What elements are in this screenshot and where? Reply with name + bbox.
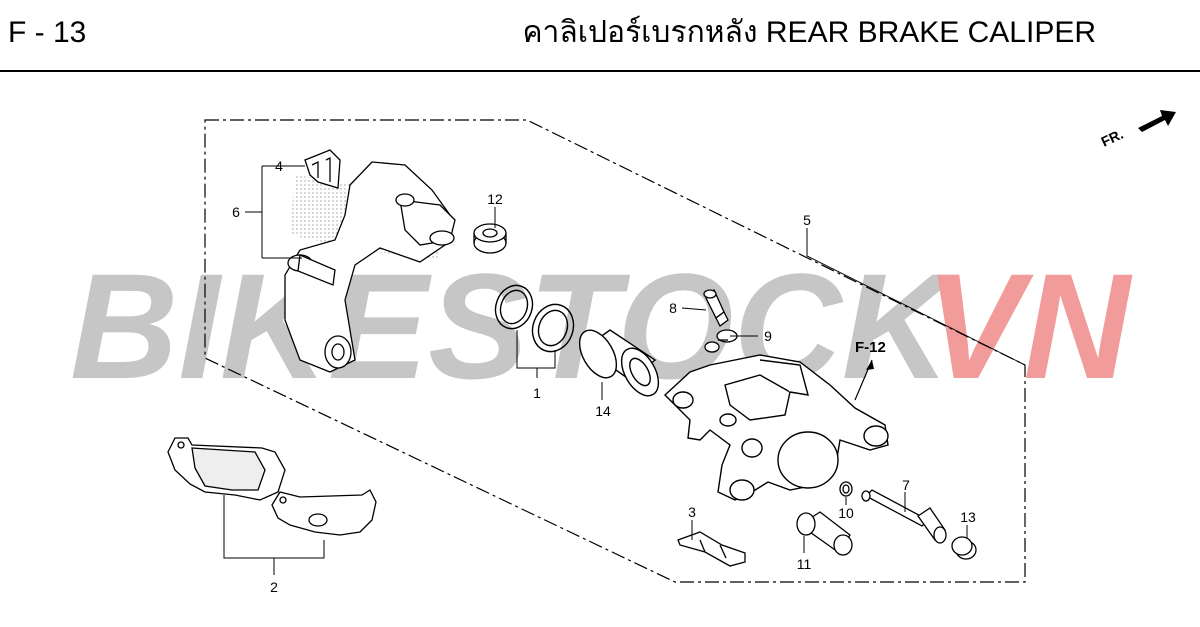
callout-2: 2 — [270, 579, 278, 595]
callout-7: 7 — [902, 477, 910, 493]
caliper-pin-sleeve — [796, 511, 853, 556]
callout-13: 13 — [960, 509, 976, 525]
caliper-bracket — [284, 161, 456, 373]
front-direction-arrow: FR. — [1099, 110, 1176, 150]
caliper-piston — [578, 329, 660, 397]
callout-8: 8 — [669, 300, 677, 316]
callout-14: 14 — [595, 403, 611, 419]
piston-seal-set — [494, 284, 575, 353]
group-boundary — [204, 119, 1026, 583]
brake-pad-front — [167, 437, 286, 501]
leader-lines — [223, 165, 1026, 575]
watermark: BIKESTOCK VN — [70, 242, 1133, 410]
callout-4: 4 — [275, 158, 283, 174]
page-title: คาลิเปอร์เบรกหลัง REAR BRAKE CALIPER — [522, 16, 1096, 49]
front-label: FR. — [1099, 126, 1126, 150]
page-code: F - 13 — [8, 16, 87, 49]
pad-retainer-clip — [304, 149, 341, 189]
bleeder-screw — [703, 288, 729, 327]
header-divider — [0, 70, 1200, 72]
callout-10: 10 — [838, 505, 854, 521]
callout-12: 12 — [487, 191, 503, 207]
caliper-body — [663, 354, 889, 501]
sleeve-ring — [839, 481, 853, 497]
callout-5: 5 — [803, 212, 811, 228]
bleeder-cap — [473, 223, 507, 254]
callout-6: 6 — [232, 204, 240, 220]
callout-3: 3 — [688, 504, 696, 520]
callout-9: 9 — [764, 328, 772, 344]
callout-1: 1 — [533, 385, 541, 401]
reference-label: F-12 — [855, 339, 886, 356]
callout-numbers: 1 2 3 4 5 6 7 8 9 10 11 12 13 14 — [232, 158, 976, 595]
pin-cap — [951, 536, 977, 560]
brake-pad-rear — [271, 489, 377, 536]
pad-spring — [677, 531, 746, 567]
callout-11: 11 — [797, 556, 812, 572]
caliper-pin-bolt — [861, 489, 947, 544]
reference-to-f12: F-12 — [854, 339, 886, 401]
watermark-text-red: VN — [925, 242, 1133, 410]
